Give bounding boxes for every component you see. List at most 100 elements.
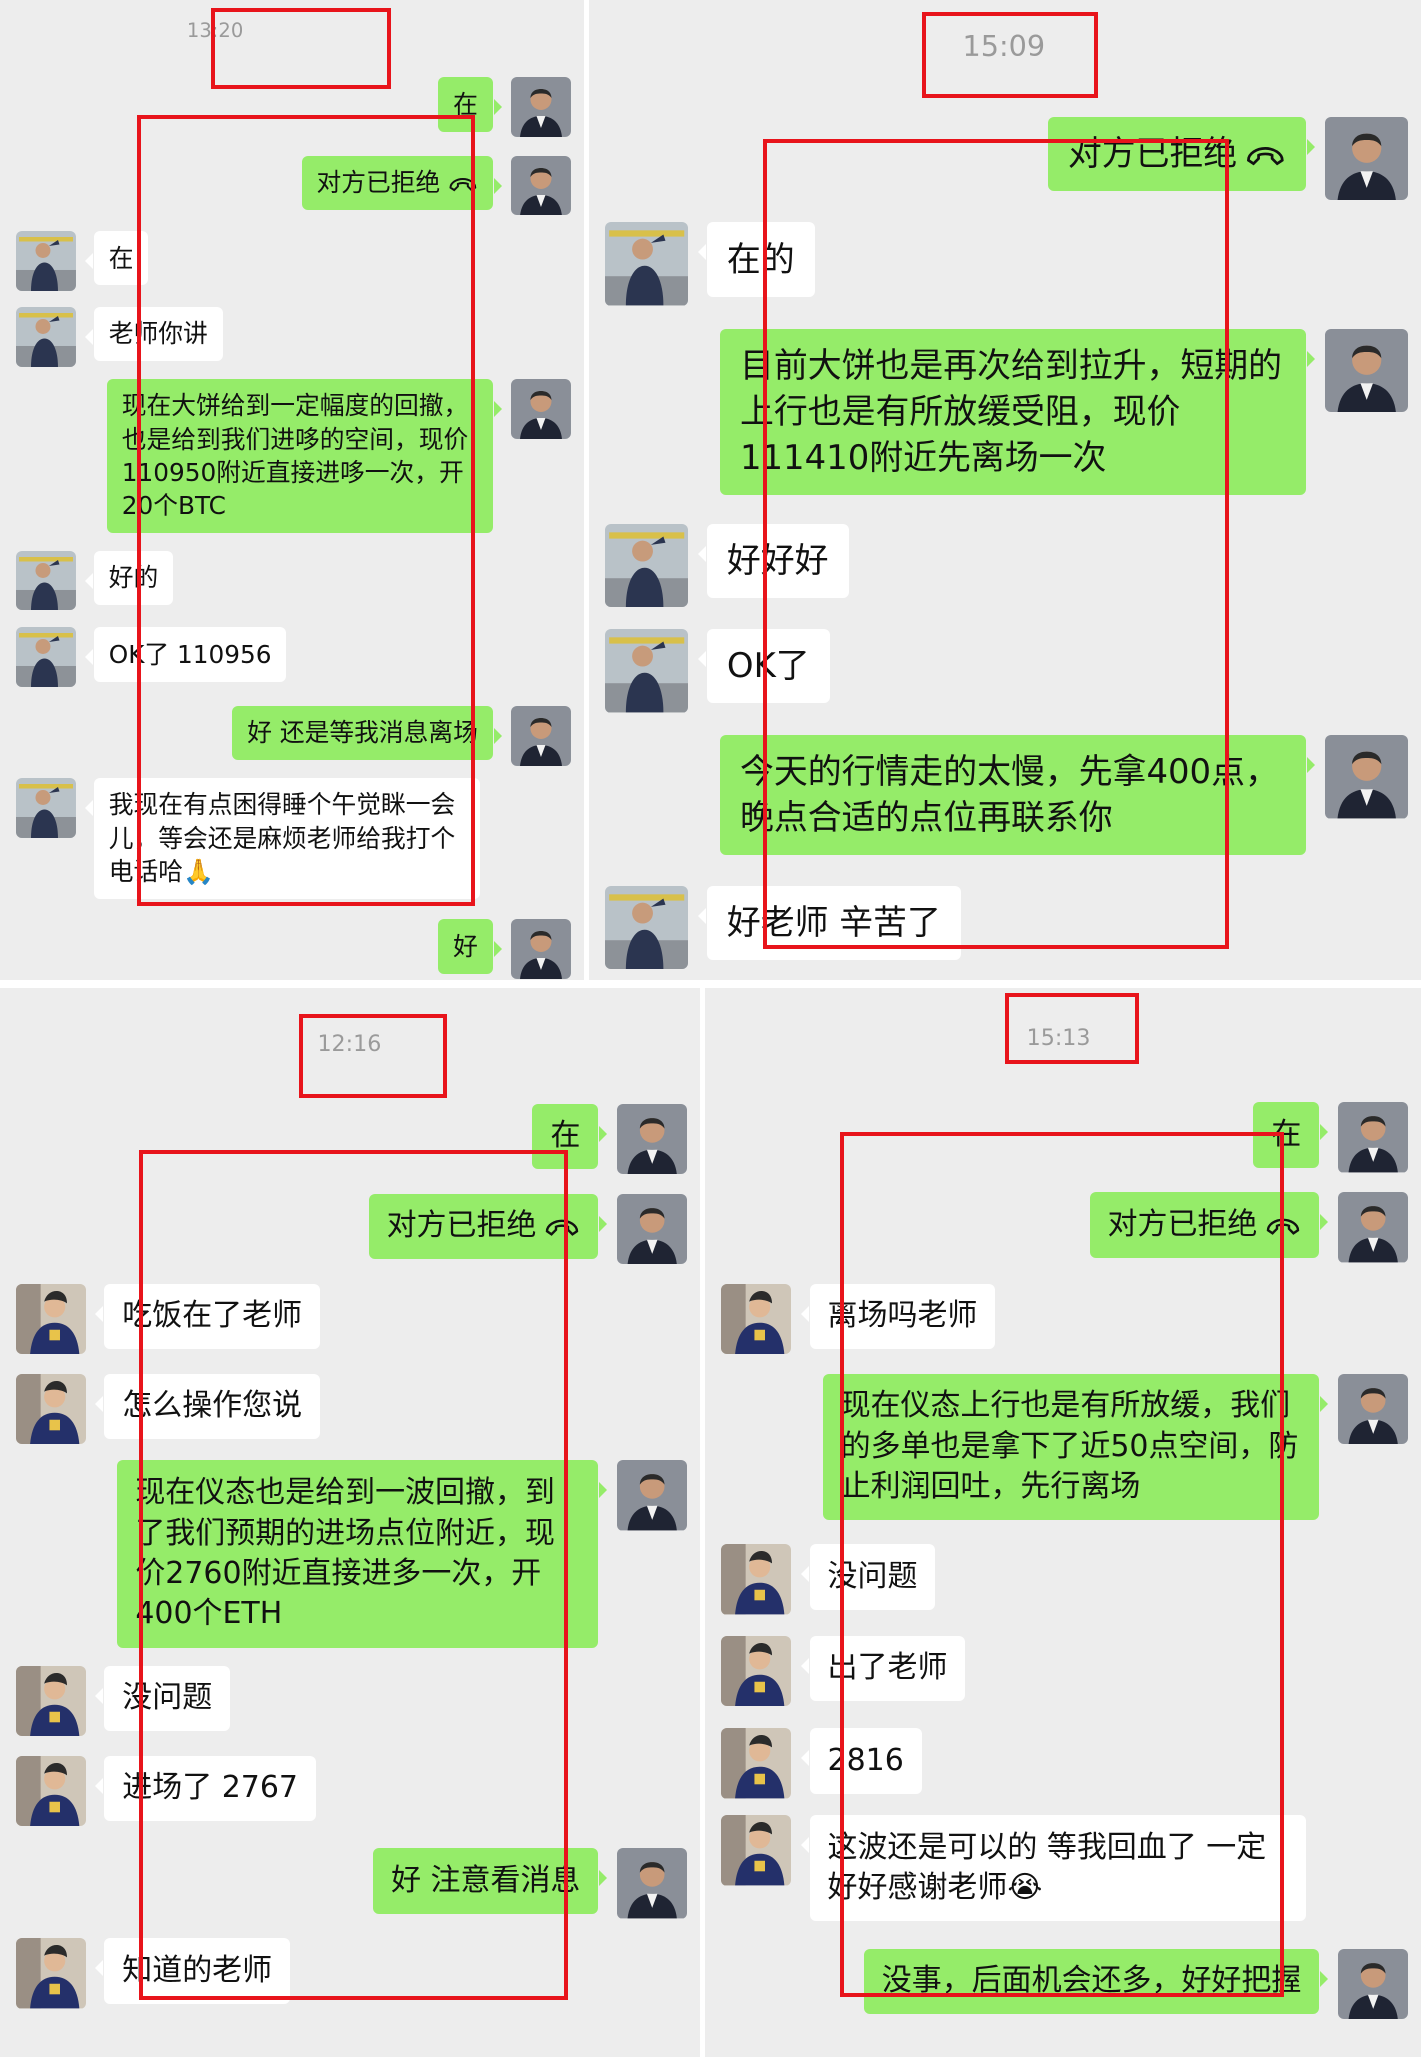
phone-hangup-icon bbox=[1245, 131, 1286, 177]
received-message-bubble[interactable]: 进场了 2767 bbox=[95, 1755, 316, 1822]
sent-message-bubble[interactable]: 对方已拒绝 bbox=[301, 155, 502, 210]
sent-message-bubble[interactable]: 现在仪态上行也是有所放缓，我们的多单也是拿下了近50点空间，防止利润回吐，先行离… bbox=[822, 1373, 1328, 1521]
sender-avatar[interactable] bbox=[511, 155, 571, 216]
message-text: 对方已拒绝 bbox=[316, 167, 441, 197]
sent-message-bubble[interactable]: 在 bbox=[1253, 1102, 1329, 1169]
sender-avatar[interactable] bbox=[1324, 735, 1408, 819]
message-text: 好 bbox=[453, 931, 478, 961]
contact-avatar[interactable] bbox=[720, 1635, 792, 1707]
message-text: 好 还是等我消息离场 bbox=[247, 718, 478, 748]
message-text: 现在仪态上行也是有所放缓，我们的多单也是拿下了近50点空间，防止利润回吐，先行离… bbox=[840, 1388, 1299, 1505]
contact-avatar[interactable] bbox=[604, 629, 689, 713]
contact-avatar[interactable] bbox=[15, 1755, 87, 1827]
received-message-bubble[interactable]: 吃饭在了老师 bbox=[95, 1283, 321, 1350]
received-message-bubble[interactable]: 好的 bbox=[84, 550, 174, 605]
sender-avatar[interactable] bbox=[1337, 1373, 1408, 1444]
sender-avatar[interactable] bbox=[1324, 328, 1408, 413]
contact-avatar[interactable] bbox=[720, 1544, 792, 1615]
sent-message-bubble[interactable]: 在 bbox=[438, 77, 503, 132]
sent-message-bubble[interactable]: 对方已拒绝 bbox=[368, 1193, 608, 1260]
received-message-bubble[interactable]: 在 bbox=[84, 231, 149, 286]
sent-message-bubble[interactable]: 没事，后面机会还多，好好把握 bbox=[863, 1948, 1328, 2015]
contact-avatar[interactable] bbox=[15, 1373, 87, 1445]
received-message-bubble[interactable]: 在的 bbox=[697, 222, 815, 297]
message-text: 知道的老师 bbox=[122, 1952, 273, 1988]
sent-message-bubble[interactable]: 对方已拒绝 bbox=[1089, 1192, 1329, 1259]
sender-avatar[interactable] bbox=[616, 1103, 688, 1175]
chat-panel-3: 12:16 在对方已拒绝吃饭在了老师怎么操作您说现在仪态也是给到一波回撤，到了我们… bbox=[0, 988, 701, 2057]
contact-avatar[interactable] bbox=[15, 1283, 87, 1355]
received-message-bubble[interactable]: 没问题 bbox=[800, 1544, 936, 1611]
sent-message-bubble[interactable]: 现在大饼给到一定幅度的回撤，也是给到我们进哆的空间，现价110950附近直接进哆… bbox=[106, 378, 502, 534]
received-message-bubble[interactable]: 这波还是可以的 等我回血了 一定好好感谢老师😭 bbox=[800, 1815, 1307, 1922]
message-text: 我现在有点困得睡个午觉眯一会儿，等会还是麻烦老师给我打个电话哈🙏 bbox=[108, 790, 456, 887]
sender-avatar[interactable] bbox=[1337, 1102, 1408, 1173]
sent-message-bubble[interactable]: 对方已拒绝 bbox=[1047, 116, 1315, 192]
contact-avatar[interactable] bbox=[604, 885, 689, 970]
received-message-bubble[interactable]: 好老师 辛苦了 bbox=[697, 885, 962, 961]
sender-avatar[interactable] bbox=[1324, 116, 1408, 201]
message-text: 现在大饼给到一定幅度的回撤，也是给到我们进哆的空间，现价110950附近直接进哆… bbox=[121, 391, 469, 521]
message-text: 好 注意看消息 bbox=[391, 1862, 581, 1898]
contact-avatar[interactable] bbox=[15, 627, 76, 688]
sender-avatar[interactable] bbox=[511, 705, 571, 766]
message-text: 好老师 辛苦了 bbox=[726, 903, 941, 943]
sent-message-bubble[interactable]: 好 还是等我消息离场 bbox=[232, 705, 503, 760]
contact-avatar[interactable] bbox=[15, 306, 76, 367]
contact-avatar[interactable] bbox=[15, 231, 76, 292]
received-message-bubble[interactable]: OK了 bbox=[697, 629, 830, 704]
sender-avatar[interactable] bbox=[616, 1193, 688, 1265]
contact-avatar[interactable] bbox=[604, 523, 689, 607]
sent-message-bubble[interactable]: 好 注意看消息 bbox=[373, 1848, 608, 1914]
sent-message-bubble[interactable]: 今天的行情走的太慢，先拿400点，晚点合适的点位再联系你 bbox=[719, 735, 1315, 856]
sent-message-bubble[interactable]: 在 bbox=[532, 1103, 608, 1170]
sender-avatar[interactable] bbox=[616, 1848, 688, 1919]
sender-avatar[interactable] bbox=[616, 1460, 688, 1531]
message-text: 对方已拒绝 bbox=[1067, 134, 1238, 174]
contact-avatar[interactable] bbox=[15, 777, 76, 838]
contact-avatar[interactable] bbox=[720, 1728, 792, 1799]
received-message-bubble[interactable]: 我现在有点困得睡个午觉眯一会儿，等会还是麻烦老师给我打个电话哈🙏 bbox=[84, 777, 480, 899]
message-text: 在 bbox=[550, 1118, 581, 1154]
sent-message-bubble[interactable]: 现在仪态也是给到一波回撤，到了我们预期的进场点位附近，现价2760附近直接进多一… bbox=[117, 1460, 608, 1648]
received-message-bubble[interactable]: 离场吗老师 bbox=[800, 1283, 996, 1350]
message-text: 没问题 bbox=[122, 1680, 213, 1716]
message-text: 离场吗老师 bbox=[827, 1298, 978, 1334]
received-message-bubble[interactable]: 没问题 bbox=[95, 1665, 231, 1732]
contact-avatar[interactable] bbox=[15, 550, 76, 611]
received-message-bubble[interactable]: 2816 bbox=[800, 1728, 922, 1794]
contact-avatar[interactable] bbox=[720, 1283, 792, 1355]
phone-hangup-icon bbox=[448, 166, 478, 199]
message-text: 进场了 2767 bbox=[122, 1770, 298, 1806]
message-text: 在的 bbox=[726, 239, 795, 279]
message-text: 在 bbox=[108, 243, 134, 273]
message-text: 在 bbox=[453, 89, 478, 119]
sender-avatar[interactable] bbox=[511, 77, 571, 138]
message-text: 这波还是可以的 等我回血了 一定好好感谢老师😭 bbox=[827, 1829, 1267, 1906]
message-text: 吃饭在了老师 bbox=[122, 1298, 303, 1334]
received-message-bubble[interactable]: OK了 110956 bbox=[84, 627, 287, 682]
received-message-bubble[interactable]: 怎么操作您说 bbox=[95, 1373, 321, 1440]
sender-avatar[interactable] bbox=[511, 919, 571, 980]
sent-message-bubble[interactable]: 好 bbox=[438, 919, 503, 974]
sender-avatar[interactable] bbox=[511, 378, 571, 439]
message-text: OK了 110956 bbox=[108, 639, 272, 669]
message-text: 好的 bbox=[108, 562, 159, 592]
contact-avatar[interactable] bbox=[720, 1815, 792, 1886]
message-text: 没事，后面机会还多，好好把握 bbox=[881, 1963, 1302, 1999]
contact-avatar[interactable] bbox=[15, 1665, 87, 1737]
sender-avatar[interactable] bbox=[1337, 1948, 1408, 2019]
sent-message-bubble[interactable]: 目前大饼也是再次给到拉升，短期的上行也是有所放缓受阻，现价111410附近先离场… bbox=[719, 328, 1315, 495]
received-message-bubble[interactable]: 知道的老师 bbox=[95, 1938, 291, 2004]
phone-hangup-icon bbox=[1265, 1205, 1301, 1245]
contact-avatar[interactable] bbox=[604, 222, 689, 306]
sender-avatar[interactable] bbox=[1337, 1192, 1408, 1263]
message-timestamp: 15:09 bbox=[962, 29, 1046, 64]
contact-avatar[interactable] bbox=[15, 1938, 87, 2009]
received-message-bubble[interactable]: 老师你讲 bbox=[84, 306, 223, 361]
message-text: 没问题 bbox=[827, 1559, 918, 1594]
received-message-bubble[interactable]: 好好好 bbox=[697, 523, 849, 598]
message-timestamp: 12:16 bbox=[317, 1031, 382, 1058]
received-message-bubble[interactable]: 出了老师 bbox=[800, 1635, 966, 1702]
